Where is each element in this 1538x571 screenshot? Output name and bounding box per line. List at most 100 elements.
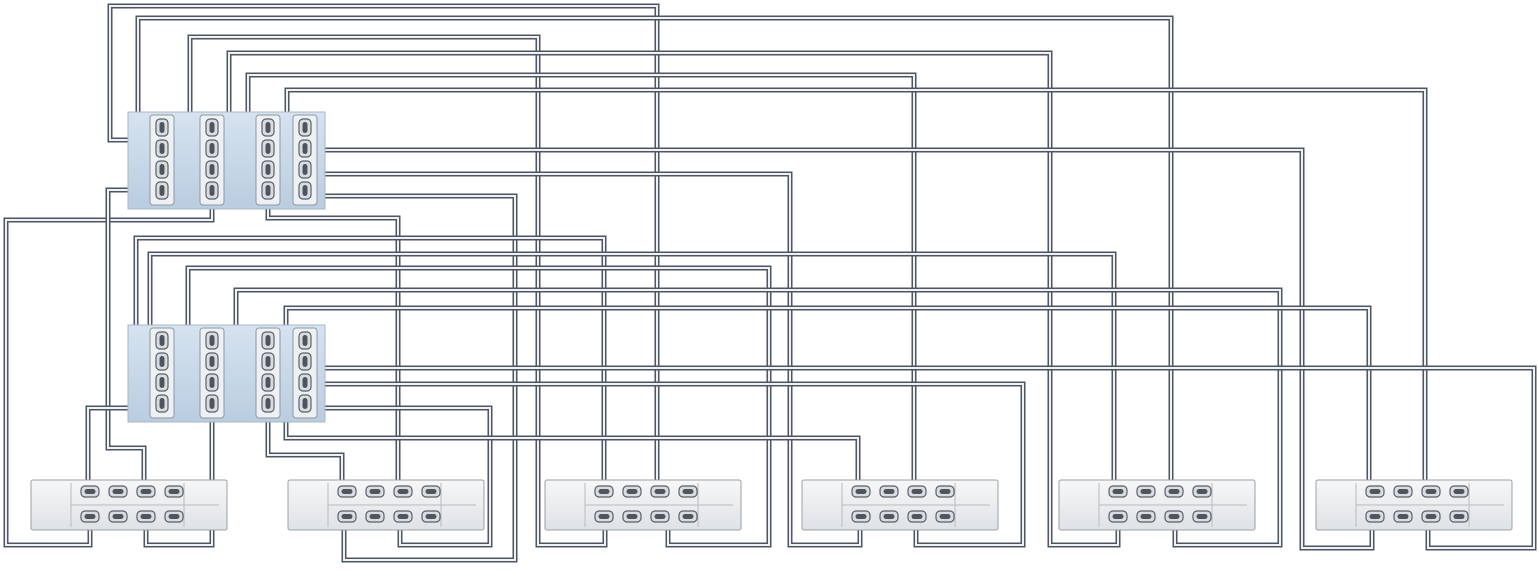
sas-port[interactable]: [393, 510, 413, 523]
sas-port[interactable]: [298, 373, 312, 392]
hba-card: [292, 114, 318, 206]
sas-port[interactable]: [1365, 510, 1385, 523]
sas-port[interactable]: [205, 331, 219, 350]
sas-port[interactable]: [298, 139, 312, 158]
sas-port[interactable]: [1421, 485, 1441, 498]
cable: [305, 171, 863, 548]
sas-port[interactable]: [261, 373, 275, 392]
sas-port[interactable]: [298, 160, 312, 179]
disk-shelf: [1058, 479, 1256, 531]
sas-port[interactable]: [1449, 510, 1469, 523]
sas-port[interactable]: [164, 485, 184, 498]
cable: [245, 72, 917, 490]
cable: [305, 147, 1375, 551]
sas-port[interactable]: [1164, 510, 1184, 523]
sas-port[interactable]: [136, 485, 156, 498]
sas-port[interactable]: [1449, 485, 1469, 498]
sas-port[interactable]: [261, 352, 275, 371]
sas-port[interactable]: [678, 485, 698, 498]
sas-port[interactable]: [1108, 510, 1128, 523]
io-module: [1365, 510, 1469, 523]
sas-port[interactable]: [907, 485, 927, 498]
disk-shelves: [30, 479, 1513, 531]
sas-port[interactable]: [1164, 485, 1184, 498]
sas-port[interactable]: [155, 160, 169, 179]
sas-port[interactable]: [1136, 510, 1156, 523]
sas-port[interactable]: [205, 160, 219, 179]
sas-port[interactable]: [155, 352, 169, 371]
sas-port[interactable]: [298, 181, 312, 200]
sas-port[interactable]: [298, 394, 312, 413]
sas-port[interactable]: [261, 331, 275, 350]
sas-port[interactable]: [136, 510, 156, 523]
sas-port[interactable]: [164, 510, 184, 523]
sas-port[interactable]: [205, 352, 219, 371]
sas-port[interactable]: [594, 485, 614, 498]
sas-port[interactable]: [261, 181, 275, 200]
hba-card: [199, 114, 225, 206]
io-module: [337, 485, 441, 498]
sas-port[interactable]: [935, 485, 955, 498]
sas-port[interactable]: [155, 181, 169, 200]
hba-card: [255, 327, 281, 419]
sas-port[interactable]: [108, 485, 128, 498]
sas-port[interactable]: [650, 510, 670, 523]
sas-port[interactable]: [205, 373, 219, 392]
sas-port[interactable]: [935, 510, 955, 523]
disk-shelf: [1315, 479, 1513, 531]
sas-port[interactable]: [421, 485, 441, 498]
sas-port[interactable]: [205, 139, 219, 158]
sas-port[interactable]: [1393, 485, 1413, 498]
sas-port[interactable]: [879, 485, 899, 498]
sas-port[interactable]: [1365, 485, 1385, 498]
sas-port[interactable]: [1393, 510, 1413, 523]
sas-port[interactable]: [205, 394, 219, 413]
sas-port[interactable]: [622, 510, 642, 523]
sas-port[interactable]: [155, 118, 169, 137]
hba-card: [292, 327, 318, 419]
sas-port[interactable]: [155, 331, 169, 350]
sas-port[interactable]: [393, 485, 413, 498]
sas-port[interactable]: [337, 510, 357, 523]
sas-port[interactable]: [907, 510, 927, 523]
io-module: [851, 510, 955, 523]
sas-port[interactable]: [1136, 485, 1156, 498]
sas-port[interactable]: [108, 510, 128, 523]
hba-card: [255, 114, 281, 206]
sas-port[interactable]: [261, 394, 275, 413]
sas-port[interactable]: [678, 510, 698, 523]
sas-port[interactable]: [261, 118, 275, 137]
io-module: [80, 485, 184, 498]
io-module: [594, 510, 698, 523]
sas-port[interactable]: [622, 485, 642, 498]
sas-port[interactable]: [879, 510, 899, 523]
sas-port[interactable]: [851, 510, 871, 523]
sas-port[interactable]: [261, 160, 275, 179]
sas-port[interactable]: [1108, 485, 1128, 498]
sas-port[interactable]: [650, 485, 670, 498]
sas-port[interactable]: [1192, 510, 1212, 523]
sas-port[interactable]: [1421, 510, 1441, 523]
io-module: [1108, 510, 1212, 523]
sas-port[interactable]: [298, 352, 312, 371]
sas-port[interactable]: [80, 485, 100, 498]
sas-port[interactable]: [155, 373, 169, 392]
sas-port[interactable]: [421, 510, 441, 523]
sas-port[interactable]: [594, 510, 614, 523]
cable: [305, 365, 1537, 551]
sas-port[interactable]: [155, 139, 169, 158]
sas-port[interactable]: [851, 485, 871, 498]
sas-port[interactable]: [205, 181, 219, 200]
sas-port[interactable]: [365, 485, 385, 498]
sas-port[interactable]: [261, 139, 275, 158]
sas-port[interactable]: [337, 485, 357, 498]
sas-port[interactable]: [155, 394, 169, 413]
sas-port[interactable]: [298, 118, 312, 137]
cable: [305, 405, 493, 548]
sas-port[interactable]: [1192, 485, 1212, 498]
sas-port[interactable]: [205, 118, 219, 137]
sas-port[interactable]: [365, 510, 385, 523]
disk-shelf: [287, 479, 485, 531]
sas-port[interactable]: [80, 510, 100, 523]
sas-port[interactable]: [298, 331, 312, 350]
